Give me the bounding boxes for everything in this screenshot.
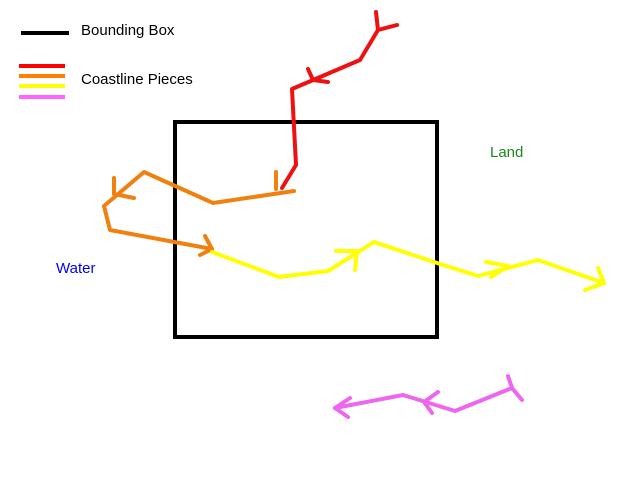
coastline-piece-yellow bbox=[210, 240, 606, 292]
coastline-yellow-arrow-1 bbox=[334, 249, 359, 272]
legend-bounding-box-label: Bounding Box bbox=[81, 22, 175, 39]
water-label: Water bbox=[56, 260, 96, 277]
bounding-box bbox=[173, 120, 439, 339]
land-label: Land bbox=[490, 144, 524, 161]
coastline-orange-midarrow bbox=[112, 176, 136, 200]
coastline-yellow-line bbox=[210, 240, 606, 285]
coastline-magenta-start-arrow bbox=[506, 374, 524, 402]
coastline-piece-orange bbox=[102, 170, 296, 257]
coastline-yellow-arrowhead bbox=[583, 266, 606, 292]
coastline-red-line bbox=[280, 28, 380, 190]
coastline-magenta-midarrow bbox=[422, 390, 440, 415]
coastline-yellow-arrow-2 bbox=[484, 260, 510, 279]
legend-coastline-pieces-label: Coastline Pieces bbox=[81, 71, 193, 88]
coastline-red-midarrow bbox=[306, 67, 330, 84]
coastline-orange-line bbox=[102, 170, 296, 251]
coastline-piece-magenta bbox=[333, 374, 524, 419]
coastline-magenta-arrowhead bbox=[333, 396, 352, 419]
coastline-magenta-line bbox=[333, 386, 514, 413]
coastline-orange-arrowhead bbox=[198, 234, 214, 257]
coastline-piece-red bbox=[280, 10, 399, 190]
coastline-red-arrowhead bbox=[374, 10, 399, 32]
